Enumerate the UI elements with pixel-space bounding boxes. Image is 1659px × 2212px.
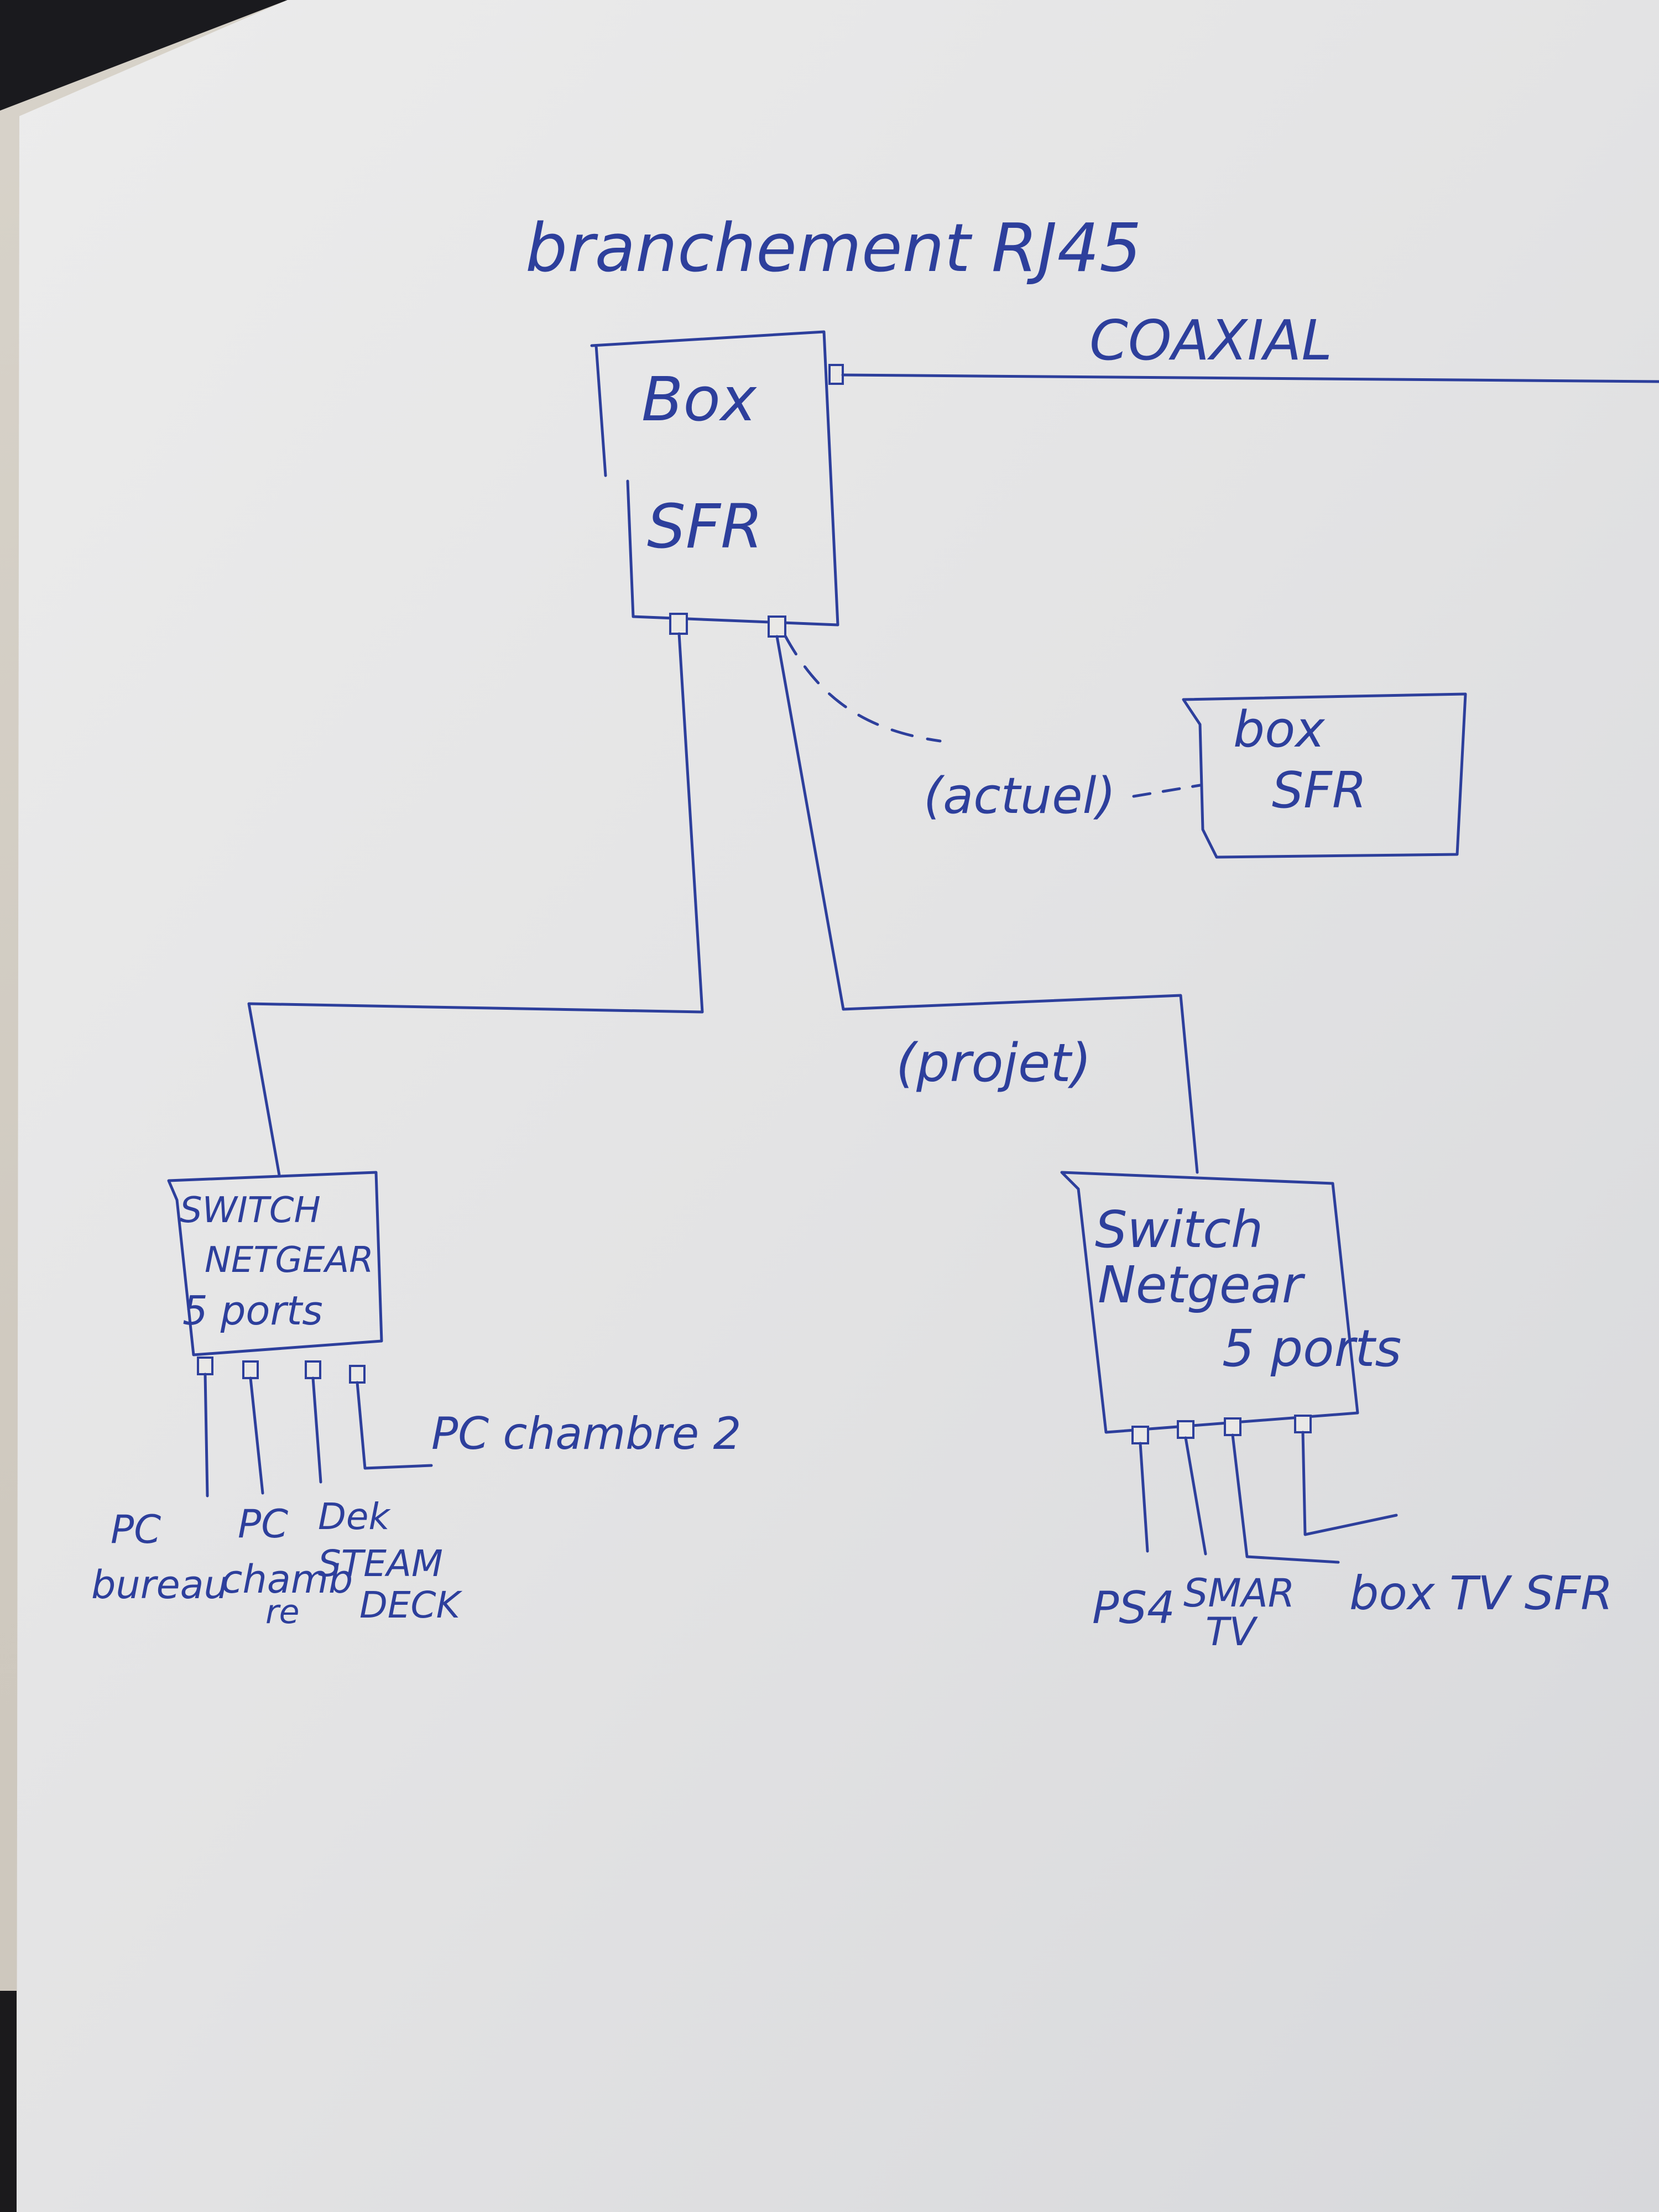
left-switch-port-4 [349,1365,366,1384]
cable-to-right-switch [775,635,1199,1174]
right-switch-port-1 [1131,1426,1149,1444]
coaxial-label: COAXIAL [1089,308,1332,373]
main-box-sfr: Box SFR [590,330,844,638]
device-pc-chambre: PC chamb re [221,1501,353,1631]
main-box-label-1: Box [641,364,758,435]
pc-chambre-line-3: re [265,1593,300,1631]
coax-connector [828,364,844,385]
side-box-label-2: SFR [1272,761,1366,820]
left-switch-port-2 [242,1360,259,1379]
cable-smart-tv [1184,1436,1207,1556]
cable-steam-deck [311,1376,322,1484]
main-box-port-1 [669,613,688,635]
left-switch-label-1: SWITCH [180,1190,321,1231]
actual-label: (actuel) [924,767,1116,825]
desk-edge-bottom [0,1991,17,2212]
project-label: (projet) [896,1033,1092,1094]
right-switch-port-2 [1177,1420,1194,1439]
coaxial-cable [841,373,1659,383]
left-switch-label-2: NETGEAR [205,1240,374,1281]
device-steam-deck: Dek STEAM DECK [318,1495,463,1626]
smart-tv-line-2: TV [1206,1609,1258,1655]
pc-bureau-line-1: PC [111,1507,161,1552]
right-switch: Switch Netgear 5 ports [1060,1171,1401,1444]
left-switch: SWITCH NETGEAR 5 ports [167,1171,383,1384]
steam-deck-line-1: Dek [318,1495,391,1538]
device-pc-chambre2: PC chambre 2 [431,1408,741,1459]
cable-ps4 [1139,1442,1149,1553]
side-box-label-1: box [1233,701,1326,759]
left-switch-port-3 [305,1360,321,1379]
right-switch-label-3: 5 ports [1222,1319,1401,1378]
cable-box-tv [1231,1433,1340,1564]
right-switch-port-3 [1224,1417,1241,1436]
main-box-label-2: SFR [647,491,763,562]
pc-bureau-line-2: bureau [91,1562,228,1608]
device-box-tv-sfr: box TV SFR [1349,1566,1613,1620]
steam-deck-line-2: STEAM [318,1542,443,1585]
right-switch-port-4 [1294,1415,1312,1433]
cable-pc-chambre2 [356,1381,433,1470]
cable-to-left-switch [247,632,704,1177]
desk-corner [0,0,288,111]
pc-chambre-line-1: PC [238,1501,288,1547]
left-switch-port-1 [197,1357,213,1375]
right-switch-label-1: Switch [1095,1200,1263,1259]
actual-connection-dashed [784,634,942,743]
right-switch-label-2: Netgear [1098,1255,1306,1314]
diagram-title: branchement RJ45 [525,210,1141,287]
actual-connection-dashed-2 [1132,784,1202,798]
paper-sheet [17,0,1659,2212]
left-switch-label-3: 5 ports [182,1287,323,1334]
side-box-sfr: box SFR [1182,692,1467,859]
cable-spare [1301,1431,1398,1536]
cable-pc-chambre [249,1376,264,1495]
steam-deck-line-3: DECK [359,1584,463,1626]
device-ps4: PS4 [1092,1582,1175,1634]
device-pc-bureau: PC bureau [91,1507,228,1608]
smart-tv-line-1: SMAR [1183,1571,1295,1616]
device-smart-tv: SMAR TV [1183,1571,1295,1655]
cable-pc-bureau [204,1373,209,1498]
main-box-port-2 [768,615,786,638]
pc-chambre-line-2: chamb [221,1557,353,1602]
